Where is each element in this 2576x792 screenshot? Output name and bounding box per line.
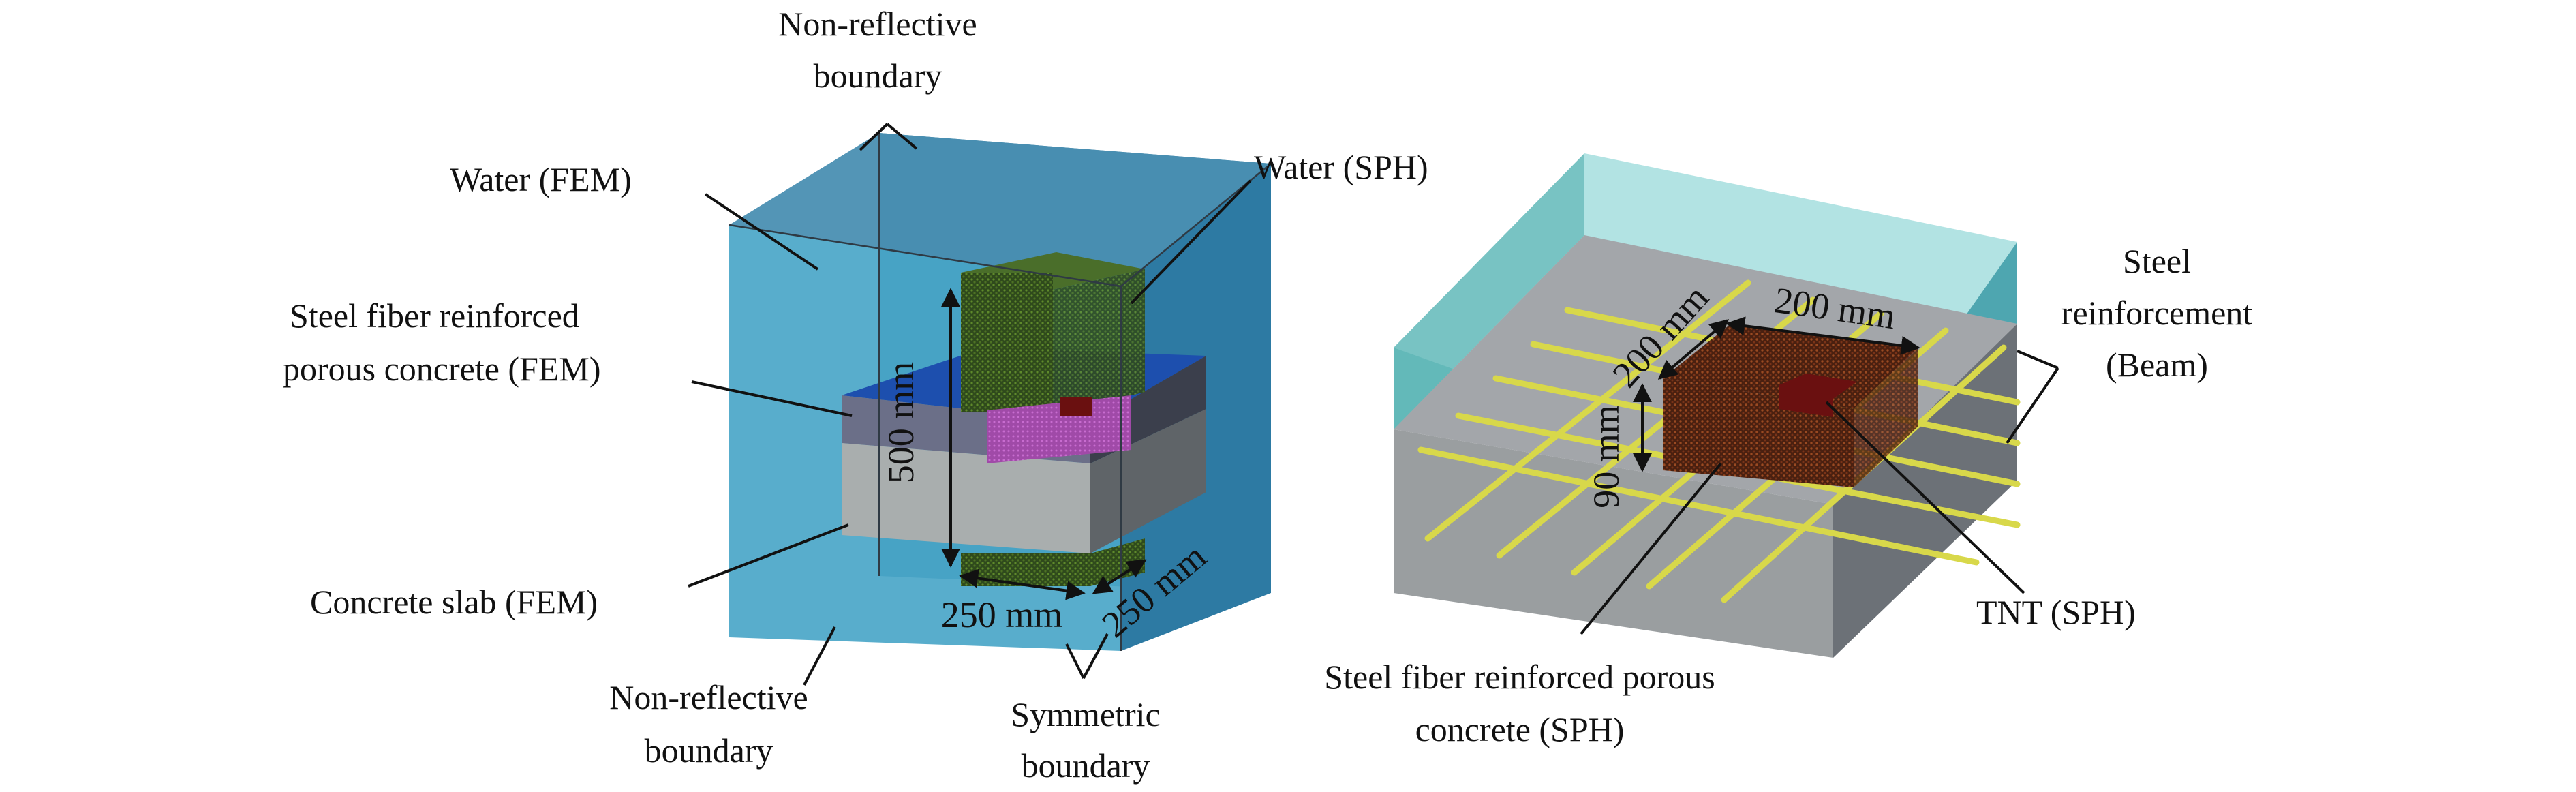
dim-height-text: 500 mm (880, 362, 921, 484)
dim-width-y-line (1092, 559, 1147, 594)
leader-steel-a (2017, 350, 2059, 369)
dim-len-b-line (1657, 319, 1730, 380)
leader-water-sph (1130, 179, 1252, 305)
label-steel-2: reinforcement (2061, 294, 2253, 332)
leader-sym-a (1065, 643, 1085, 679)
tnt-block-left (1060, 397, 1092, 416)
label-water-fem: Water (FEM) (450, 160, 632, 198)
label-steel-1: Steel (2123, 242, 2191, 280)
right-water-left (1394, 153, 1584, 429)
left-model (729, 133, 1272, 651)
label-nonreflective-bottom-1: Non-reflective (609, 678, 808, 716)
label-sfrpc-sph-2: concrete (SPH) (1415, 710, 1625, 748)
label-symmetric-1: Symmetric (1011, 695, 1160, 733)
right-model (1394, 153, 2021, 658)
label-tnt: TNT (SPH) (1976, 593, 2136, 631)
label-concrete-slab: Concrete slab (FEM) (310, 583, 598, 621)
slab-front (842, 443, 1090, 553)
right-leaders (1580, 350, 2059, 635)
dim-depth-text: 90 mm (1586, 405, 1627, 508)
leader-sfrpc-fem (691, 380, 853, 417)
right-labels: Steel reinforcement (Beam) TNT (SPH) Ste… (1324, 242, 2252, 748)
label-sfrpc-sph-1: Steel fiber reinforced porous (1324, 658, 1715, 696)
label-nonreflective-top-1: Non-reflective (778, 5, 977, 43)
rebar-6 (1417, 446, 1980, 566)
leader-sym-b (1082, 633, 1109, 679)
dim-width-x-text: 250 mm (941, 594, 1063, 635)
label-sfrpc-fem-1: Steel fiber reinforced (290, 296, 579, 335)
label-nonreflective-bottom-2: boundary (645, 731, 773, 770)
right-slab-right (1833, 324, 2017, 658)
slab-right (1090, 409, 1206, 553)
water-fem-top (729, 133, 1271, 286)
label-steel-3: (Beam) (2106, 346, 2208, 384)
sph-concrete-right (1854, 348, 1918, 487)
water-sph-side (1053, 269, 1145, 416)
leader-steel-b (2006, 367, 2059, 444)
leader-concrete (688, 523, 849, 588)
label-symmetric-2: boundary (1022, 746, 1150, 785)
left-leaders (688, 123, 1252, 686)
label-sfrpc-fem-2: porous concrete (FEM) (283, 350, 601, 388)
dim-width-x-line (959, 568, 1086, 600)
label-nonreflective-top-2: boundary (814, 57, 942, 95)
leader-sph-concrete (1580, 462, 1722, 635)
tnt-block (1779, 374, 1857, 417)
leader-nr-top-b (886, 123, 918, 150)
left-labels: Non-reflective boundary Water (FEM) Wate… (283, 5, 1428, 785)
leader-tnt (1825, 401, 2025, 594)
leader-water-fem (704, 193, 819, 271)
leader-nr-top-a (859, 123, 889, 151)
sfrpc-sph-block (987, 395, 1131, 463)
dim-len-a-line (1726, 316, 1920, 355)
leader-nr-bottom (803, 626, 836, 686)
water-sph-column (961, 273, 1053, 412)
label-water-sph: Water (SPH) (1254, 148, 1428, 186)
